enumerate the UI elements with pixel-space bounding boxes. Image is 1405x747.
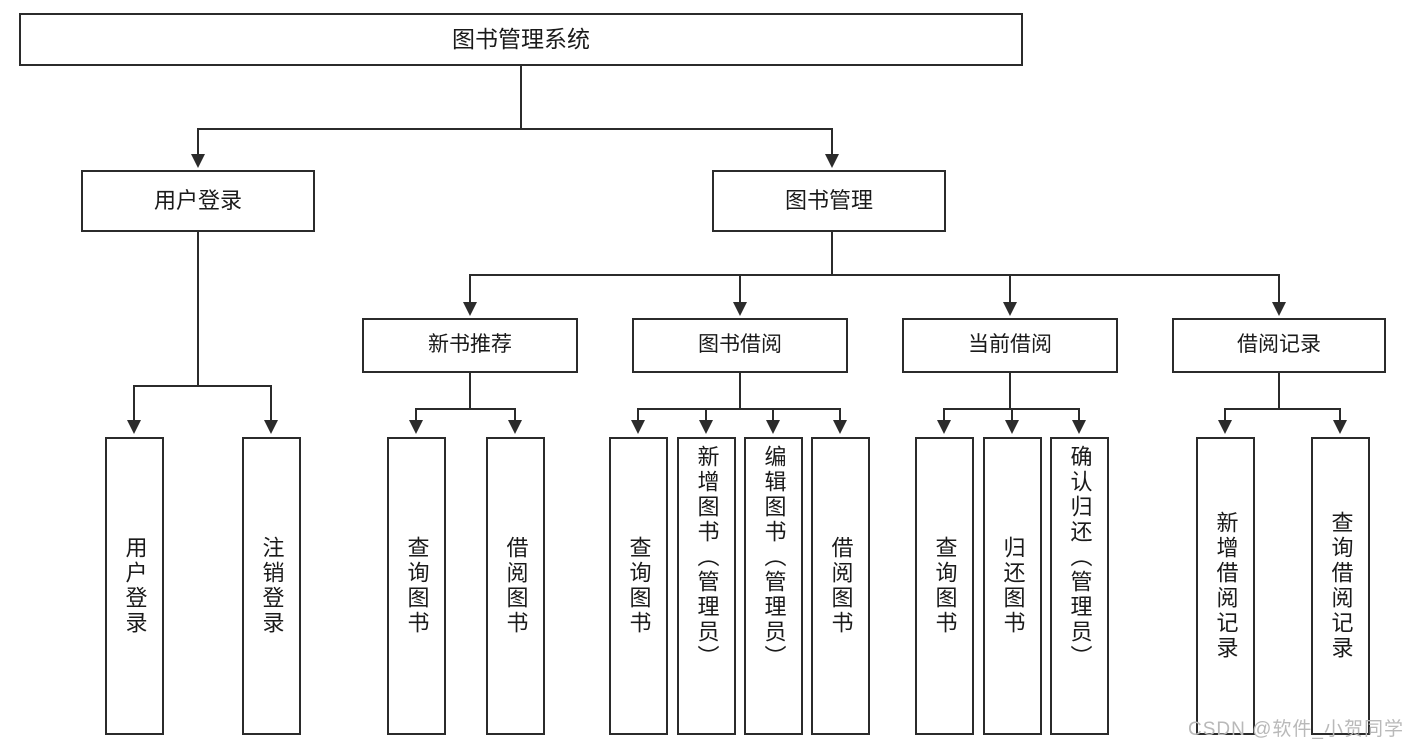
arrow-bm-to-newbook — [463, 302, 477, 316]
arrow-userlogin-to-leaf2 — [264, 420, 278, 434]
node-user-login[interactable]: 用户登录 — [81, 170, 315, 232]
connector-bookmanage-bus — [469, 274, 1280, 276]
node-leaf-borrow-book[interactable]: 借阅图书 — [811, 437, 870, 735]
connector-currentborrow-l3 — [1078, 408, 1080, 421]
connector-currentborrow-l2 — [1011, 408, 1013, 421]
node-leaf-query-book-current[interactable]: 查询图书 — [915, 437, 974, 735]
node-borrow-record[interactable]: 借阅记录 — [1172, 318, 1386, 373]
node-leaf-borrow-book-recommend[interactable]: 借阅图书 — [486, 437, 545, 735]
connector-bookborrow-bus — [637, 408, 841, 410]
arrow-bookborrow-l1 — [631, 420, 645, 434]
connector-bm-to-newbook — [469, 274, 471, 303]
node-book-manage[interactable]: 图书管理 — [712, 170, 946, 232]
arrow-bm-to-bookborrow — [733, 302, 747, 316]
connector-newbook-stem — [469, 373, 471, 409]
connector-userlogin-bus — [133, 385, 271, 387]
node-leaf-edit-book-admin[interactable]: 编辑图书（管理员） — [744, 437, 803, 735]
connector-newbook-l2 — [514, 408, 516, 421]
connector-root-to-bookmanage — [831, 128, 833, 156]
arrow-borrowrecord-l1 — [1218, 420, 1232, 434]
arrow-currentborrow-l1 — [937, 420, 951, 434]
arrow-bookborrow-l3 — [766, 420, 780, 434]
connector-borrowrecord-l1 — [1224, 408, 1226, 421]
arrow-root-to-bookmanage — [825, 154, 839, 168]
connector-borrowrecord-stem — [1278, 373, 1280, 409]
arrow-bookborrow-l2 — [699, 420, 713, 434]
arrow-currentborrow-l2 — [1005, 420, 1019, 434]
connector-userlogin-stem — [197, 232, 199, 386]
connector-bm-to-borrowrecord — [1278, 274, 1280, 303]
arrow-newbook-l1 — [409, 420, 423, 434]
connector-borrowrecord-l2 — [1339, 408, 1341, 421]
csdn-watermark: CSDN @软件_小贺同学 — [1188, 719, 1404, 740]
node-leaf-user-logout[interactable]: 注销登录 — [242, 437, 301, 735]
connector-bookborrow-stem — [739, 373, 741, 409]
arrow-userlogin-to-leaf1 — [127, 420, 141, 434]
arrow-newbook-l2 — [508, 420, 522, 434]
connector-newbook-l1 — [415, 408, 417, 421]
node-current-borrow[interactable]: 当前借阅 — [902, 318, 1118, 373]
connector-bookborrow-l3 — [772, 408, 774, 421]
node-book-borrow[interactable]: 图书借阅 — [632, 318, 848, 373]
node-leaf-user-login[interactable]: 用户登录 — [105, 437, 164, 735]
connector-currentborrow-l1 — [943, 408, 945, 421]
connector-borrowrecord-bus — [1224, 408, 1340, 410]
node-leaf-query-borrow-record[interactable]: 查询借阅记录 — [1311, 437, 1370, 735]
connector-bm-to-currentborrow — [1009, 274, 1011, 303]
arrow-borrowrecord-l2 — [1333, 420, 1347, 434]
connector-bookborrow-l2 — [705, 408, 707, 421]
connector-root-to-userlogin — [197, 128, 199, 156]
connector-userlogin-to-leaf2 — [270, 385, 272, 421]
node-leaf-query-book-recommend[interactable]: 查询图书 — [387, 437, 446, 735]
node-leaf-return-book[interactable]: 归还图书 — [983, 437, 1042, 735]
connector-bm-to-bookborrow — [739, 274, 741, 303]
node-root-system[interactable]: 图书管理系统 — [19, 13, 1023, 66]
node-leaf-query-book-borrow[interactable]: 查询图书 — [609, 437, 668, 735]
node-leaf-add-borrow-record[interactable]: 新增借阅记录 — [1196, 437, 1255, 735]
arrow-bm-to-borrowrecord — [1272, 302, 1286, 316]
connector-bookmanage-stem — [831, 232, 833, 275]
arrow-bm-to-currentborrow — [1003, 302, 1017, 316]
connector-bookborrow-l1 — [637, 408, 639, 421]
connector-root-stem — [520, 66, 522, 129]
arrow-bookborrow-l4 — [833, 420, 847, 434]
connector-userlogin-to-leaf1 — [133, 385, 135, 421]
connector-currentborrow-stem — [1009, 373, 1011, 409]
arrow-root-to-userlogin — [191, 154, 205, 168]
arrow-currentborrow-l3 — [1072, 420, 1086, 434]
node-leaf-add-book-admin[interactable]: 新增图书（管理员） — [677, 437, 736, 735]
node-leaf-confirm-return-admin[interactable]: 确认归还（管理员） — [1050, 437, 1109, 735]
connector-newbook-bus — [415, 408, 515, 410]
connector-bookborrow-l4 — [839, 408, 841, 421]
node-new-book-recommend[interactable]: 新书推荐 — [362, 318, 578, 373]
connector-root-bus — [197, 128, 833, 130]
